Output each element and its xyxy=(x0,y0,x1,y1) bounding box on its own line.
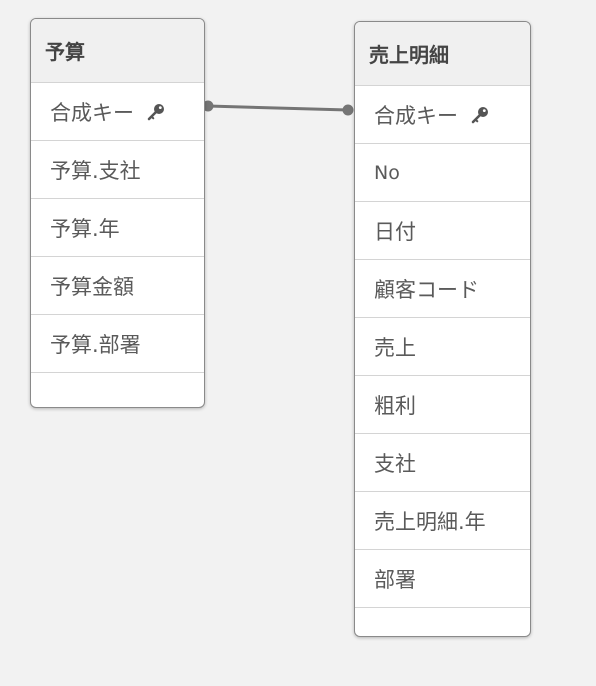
field-row[interactable]: 日付 xyxy=(355,201,530,259)
table-title-budget: 予算 xyxy=(31,19,204,82)
field-label: 予算.部署 xyxy=(50,332,141,357)
empty-row xyxy=(355,607,530,636)
field-row[interactable]: No xyxy=(355,143,530,201)
field-row[interactable]: 売上 xyxy=(355,317,530,375)
field-label: 顧客コード xyxy=(374,277,479,302)
field-row[interactable]: 支社 xyxy=(355,433,530,491)
field-row[interactable]: 合成キー xyxy=(31,82,204,140)
field-row[interactable]: 予算.支社 xyxy=(31,140,204,198)
field-label: 合成キー xyxy=(50,100,134,125)
table-card-sales[interactable]: 売上明細 合成キー No 日付 顧客コード 売上 粗利 支社 売上明細.年 部署 xyxy=(354,21,531,637)
association-link-line[interactable] xyxy=(207,104,349,112)
field-row[interactable]: 顧客コード xyxy=(355,259,530,317)
empty-row xyxy=(31,372,204,404)
association-link-endpoint-right xyxy=(342,104,354,116)
field-label: 予算.支社 xyxy=(50,158,141,183)
field-row[interactable]: 粗利 xyxy=(355,375,530,433)
field-row[interactable]: 予算.部署 xyxy=(31,314,204,372)
table-card-budget[interactable]: 予算 合成キー 予算.支社 予算.年 予算金額 予算.部署 xyxy=(30,18,205,408)
field-row[interactable]: 売上明細.年 xyxy=(355,491,530,549)
field-label: 支社 xyxy=(374,451,416,476)
key-icon xyxy=(471,106,488,123)
field-row[interactable]: 予算金額 xyxy=(31,256,204,314)
key-icon xyxy=(147,103,164,120)
field-label: No xyxy=(374,161,400,184)
field-row[interactable]: 予算.年 xyxy=(31,198,204,256)
field-label: 粗利 xyxy=(374,393,416,418)
field-label: 合成キー xyxy=(374,103,458,128)
field-row[interactable]: 部署 xyxy=(355,549,530,607)
field-label: 予算.年 xyxy=(50,216,120,241)
field-label: 日付 xyxy=(374,219,416,244)
field-label: 部署 xyxy=(374,567,416,592)
table-title-sales: 売上明細 xyxy=(355,22,530,85)
field-row[interactable]: 合成キー xyxy=(355,85,530,143)
field-label: 売上 xyxy=(374,335,416,360)
field-label: 予算金額 xyxy=(50,274,134,299)
field-label: 売上明細.年 xyxy=(374,509,486,534)
